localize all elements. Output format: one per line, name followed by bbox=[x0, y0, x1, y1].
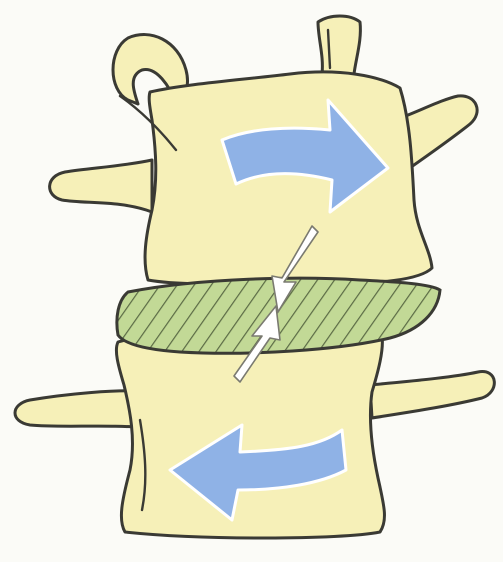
lower-vertebra-right-transverse-process bbox=[370, 372, 494, 418]
upper-vertebra-right-articular-process bbox=[318, 16, 360, 74]
lower-vertebra bbox=[15, 336, 494, 538]
upper-vertebra-body bbox=[145, 72, 432, 284]
upper-vertebra-left-transverse-process bbox=[50, 160, 152, 212]
